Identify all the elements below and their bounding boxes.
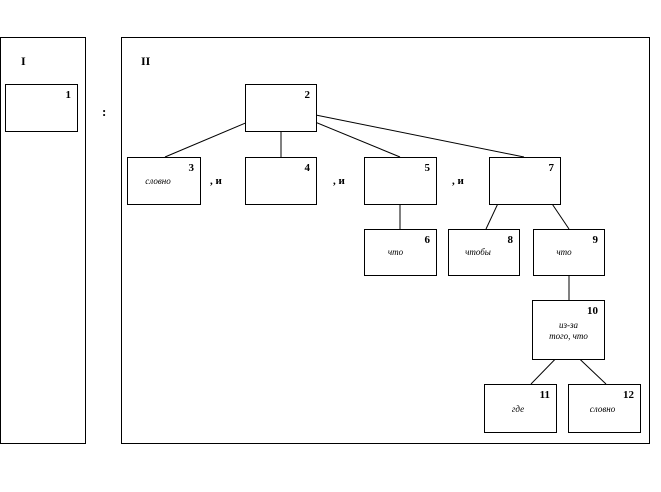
- part-two-label: II: [141, 54, 151, 68]
- node-9-word: что: [556, 247, 572, 257]
- node-5-box: 5: [364, 157, 437, 205]
- separator-1: , и: [210, 175, 222, 187]
- node-12-box: 12 словно: [568, 384, 641, 433]
- node-7-number: 7: [548, 162, 555, 174]
- node-1-number: 1: [65, 89, 72, 101]
- colon-separator: :: [102, 104, 107, 119]
- node-8-box: 8 чтобы: [448, 229, 520, 276]
- part-one-label: I: [21, 54, 26, 68]
- node-8-number: 8: [507, 234, 514, 246]
- node-2-number: 2: [304, 89, 311, 101]
- node-11-number: 11: [539, 389, 550, 401]
- node-10-box: 10 из-за того, что: [532, 300, 605, 360]
- node-1-box: 1: [5, 84, 78, 132]
- node-3-box: 3 словно: [127, 157, 201, 205]
- node-2-box: 2: [245, 84, 317, 132]
- node-10-word-line2: того, что: [549, 331, 588, 341]
- node-4-box: 4: [245, 157, 317, 205]
- separator-3: , и: [452, 175, 464, 187]
- node-10-number: 10: [587, 305, 598, 317]
- node-7-box: 7: [489, 157, 561, 205]
- node-4-number: 4: [304, 162, 311, 174]
- node-12-number: 12: [623, 389, 634, 401]
- node-6-word: что: [387, 247, 404, 257]
- node-3-number: 3: [188, 162, 195, 174]
- node-8-word: чтобы: [465, 247, 491, 257]
- node-6-box: 6 что: [364, 229, 437, 276]
- node-5-number: 5: [424, 162, 431, 174]
- separator-2: , и: [333, 175, 345, 187]
- node-9-number: 9: [592, 234, 599, 246]
- node-11-box: 11 где: [484, 384, 557, 433]
- node-9-box: 9 что: [533, 229, 605, 276]
- edge-2-7: [280, 107, 525, 158]
- node-12-word: словно: [589, 404, 616, 414]
- node-6-number: 6: [424, 234, 431, 246]
- node-10-word-line1: из-за: [558, 320, 579, 330]
- node-3-word: словно: [145, 176, 171, 186]
- node-11-word: где: [511, 404, 525, 414]
